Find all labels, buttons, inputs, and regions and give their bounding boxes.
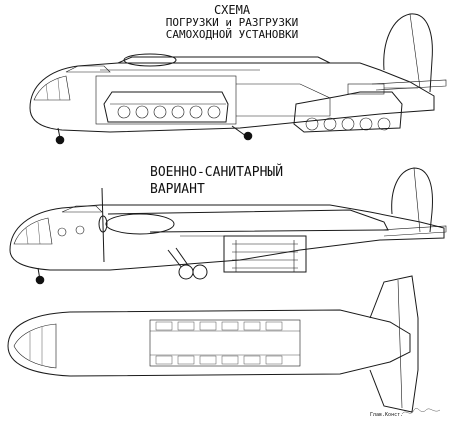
landing-gear: [35, 247, 208, 285]
medical-variant-title: ВОЕННО-САНИТАРНЫЙ ВАРИАНТ: [150, 164, 283, 197]
designer-signature: Глав.Конст.: [370, 408, 441, 418]
fuselage-outline: [29, 62, 435, 133]
horizontal-stabilizer-plan: [369, 275, 419, 413]
engine-nacelle: [123, 53, 177, 67]
wing: [117, 56, 331, 64]
horizontal-stabilizer: [371, 79, 447, 91]
title-line-1: СХЕМА: [214, 3, 251, 17]
cockpit-canopy: [61, 205, 103, 213]
spg-hull-inside: [103, 91, 229, 123]
vertical-stabilizer: [391, 167, 433, 233]
plan-view-medical-layout: [7, 275, 419, 413]
signature-label: Глав.Конст.: [370, 412, 403, 418]
landing-gear: [55, 125, 253, 145]
nose-glazing: [13, 323, 57, 369]
side-view-cargo-loading: [29, 13, 447, 145]
signature-scribble: [401, 408, 441, 415]
vertical-stabilizer: [383, 13, 433, 93]
spg-hull-exiting: [293, 91, 403, 133]
porthole: [57, 227, 67, 237]
propeller: [101, 187, 105, 263]
wing: [107, 209, 389, 233]
cargo-scheme-title: СХЕМА ПОГРУЗКИ и РАЗГРУЗКИ САМОХОДНОЙ УС…: [166, 3, 298, 41]
nose-glazing: [13, 217, 53, 245]
variant-title-line-1: ВОЕННО-САНИТАРНЫЙ: [150, 164, 283, 180]
nose-glazing: [33, 75, 71, 101]
cockpit-canopy: [65, 65, 111, 73]
stretcher-cabin: [223, 235, 307, 273]
engine-nacelle: [105, 213, 175, 235]
variant-title-line-2: ВАРИАНТ: [150, 182, 205, 197]
fuselage-outline: [9, 204, 445, 271]
stretcher-rows: [149, 319, 301, 367]
stretcher-racks: [232, 240, 298, 272]
cargo-hold: [95, 75, 237, 125]
title-line-2: ПОГРУЗКИ и РАЗГРУЗКИ: [166, 16, 298, 29]
side-view-medical-variant: [9, 167, 447, 285]
fuselage-plan-outline: [7, 309, 411, 377]
horizontal-stabilizer: [379, 225, 447, 237]
title-line-3: САМОХОДНОЙ УСТАНОВКИ: [166, 28, 298, 41]
porthole: [75, 225, 85, 235]
